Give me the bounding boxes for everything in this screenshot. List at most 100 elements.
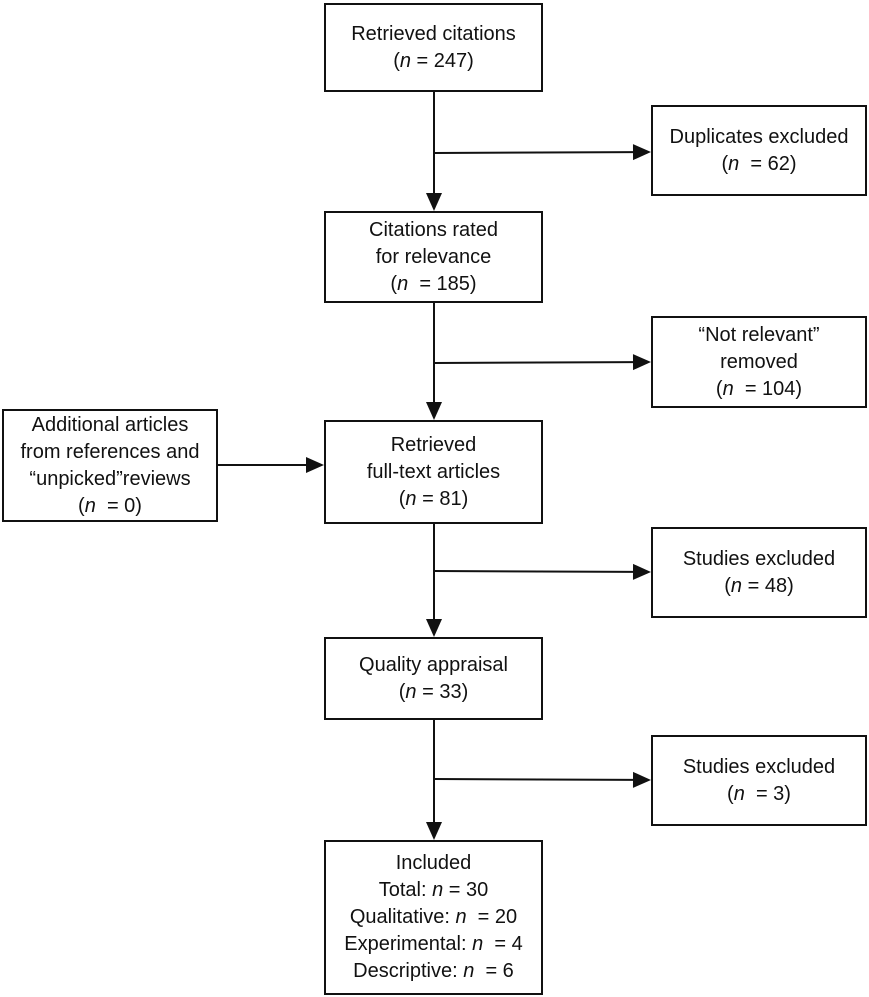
edge-line [433, 151, 634, 154]
node-label-prefix: ( [393, 49, 400, 72]
node-count-symbol: n [472, 933, 484, 955]
node-label-line: (n = 185) [390, 271, 476, 298]
node-label-line: (n = 0) [78, 493, 142, 520]
arrowhead [306, 457, 324, 473]
node-label-prefix: ( [727, 782, 734, 805]
node-label-prefix: ( [398, 680, 406, 703]
edge-line [433, 570, 634, 573]
node-label-line: (n = 48) [724, 573, 794, 600]
edge-line [433, 361, 634, 364]
node-count-symbol: n [84, 494, 96, 517]
node-label-prefix: ( [724, 574, 731, 597]
node-label-line: Studies excluded [682, 547, 836, 570]
edge-fulltext-to-excluded1 [433, 563, 651, 580]
node-count-symbol: n [432, 879, 444, 901]
node-label-line: from references and [20, 440, 200, 463]
arrowhead [426, 193, 442, 211]
node-count-symbol: n [399, 49, 411, 72]
node-count-value: = 3) [744, 782, 791, 805]
node-label-prefix: ( [715, 377, 723, 400]
node-count-symbol: n [405, 487, 417, 510]
node-label-line: (n = 104) [716, 376, 802, 403]
node-count-symbol: n [730, 574, 743, 597]
node-count-value: = 30 [443, 879, 489, 901]
edge-fulltext-to-quality [426, 524, 442, 637]
node-label-line: Additional articles [31, 413, 189, 436]
arrowhead [632, 144, 651, 161]
node-count-symbol: n [405, 680, 417, 703]
edge-retrieved-to-rated [426, 92, 442, 211]
node-count-symbol: n [733, 782, 745, 805]
node-count-symbol: n [728, 152, 740, 175]
node-count-value: = 20 [466, 906, 518, 928]
node-count-symbol: n [722, 377, 734, 400]
node-label-line: Citations rated [369, 218, 498, 241]
node-count-symbol: n [397, 272, 409, 295]
node-label-prefix: Total: [378, 879, 433, 901]
node-label-prefix: ( [721, 152, 729, 175]
node-label-line: “Not relevant” [698, 323, 820, 346]
arrowhead [426, 822, 442, 840]
node-label-line: (n = 81) [399, 486, 469, 513]
node-label-line: removed [720, 350, 798, 373]
node-count-value: = 185) [408, 272, 477, 295]
arrowhead [632, 563, 651, 580]
node-count-value: = 81) [416, 487, 469, 510]
node-label-line: (n = 62) [721, 151, 796, 178]
node-label-prefix: Qualitative: [349, 906, 456, 928]
node-duplicates: Duplicates excluded (n = 62) [651, 105, 867, 196]
node-label-prefix: ( [78, 494, 85, 517]
node-label-line: Experimental: n = 4 [344, 931, 522, 958]
arrowhead [426, 402, 442, 420]
node-label-line: Duplicates excluded [669, 125, 849, 148]
edge-additional-to-fulltext [218, 457, 324, 473]
node-label-prefix: ( [398, 487, 406, 510]
edge-quality-to-excluded2 [433, 771, 651, 788]
node-label-prefix: Experimental: [344, 933, 473, 955]
node-label-line: Retrieved citations [351, 22, 516, 45]
node-count-value: = 4 [483, 933, 523, 955]
edge-rated-to-notrelevant [433, 354, 651, 371]
node-label-line: Total: n = 30 [379, 877, 489, 904]
node-retrieved: Retrieved citations (n = 247) [324, 3, 543, 92]
node-label-line: “unpicked”reviews [29, 467, 191, 490]
node-count-value: = 0) [95, 494, 142, 517]
node-label-line: Studies excluded [682, 755, 836, 778]
node-count-value: = 62) [739, 152, 797, 175]
node-label-line: Quality appraisal [359, 653, 508, 676]
node-quality: Quality appraisal (n = 33) [324, 637, 543, 720]
node-count-symbol: n [463, 960, 475, 982]
edge-quality-to-included [426, 720, 442, 840]
node-label-line: Retrieved [390, 433, 477, 456]
node-excluded2: Studies excluded (n = 3) [651, 735, 867, 826]
node-count-value: = 6 [474, 960, 514, 982]
node-label-line: (n = 247) [393, 48, 474, 75]
node-label-line: for relevance [375, 245, 492, 268]
edge-line [433, 778, 634, 781]
node-count-value: = 247) [410, 49, 474, 72]
node-label-line: Included [395, 852, 472, 874]
node-count-value: = 48) [742, 574, 794, 597]
node-count-symbol: n [455, 906, 467, 928]
node-additional: Additional articles from references and “u… [2, 409, 218, 522]
edge-retrieved-to-duplicates [433, 144, 651, 161]
node-label-line: full-text articles [366, 460, 501, 483]
node-label-line: Descriptive: n = 6 [353, 958, 514, 985]
node-fulltext: Retrieved full-text articles (n = 81) [324, 420, 543, 524]
node-rated: Citations rated for relevance (n = 185) [324, 211, 543, 303]
node-count-value: = 104) [733, 377, 803, 400]
node-label-line: (n = 33) [399, 679, 469, 706]
node-excluded1: Studies excluded (n = 48) [651, 527, 867, 618]
arrowhead [632, 354, 651, 371]
node-label-prefix: Descriptive: [353, 960, 464, 982]
edge-rated-to-fulltext [426, 303, 442, 420]
node-count-value: = 33) [416, 680, 469, 703]
node-notrelevant: “Not relevant” removed (n = 104) [651, 316, 867, 408]
node-label-prefix: ( [390, 272, 398, 295]
arrowhead [632, 771, 651, 788]
arrowhead [426, 619, 442, 637]
node-label-line: Qualitative: n = 20 [350, 904, 517, 931]
